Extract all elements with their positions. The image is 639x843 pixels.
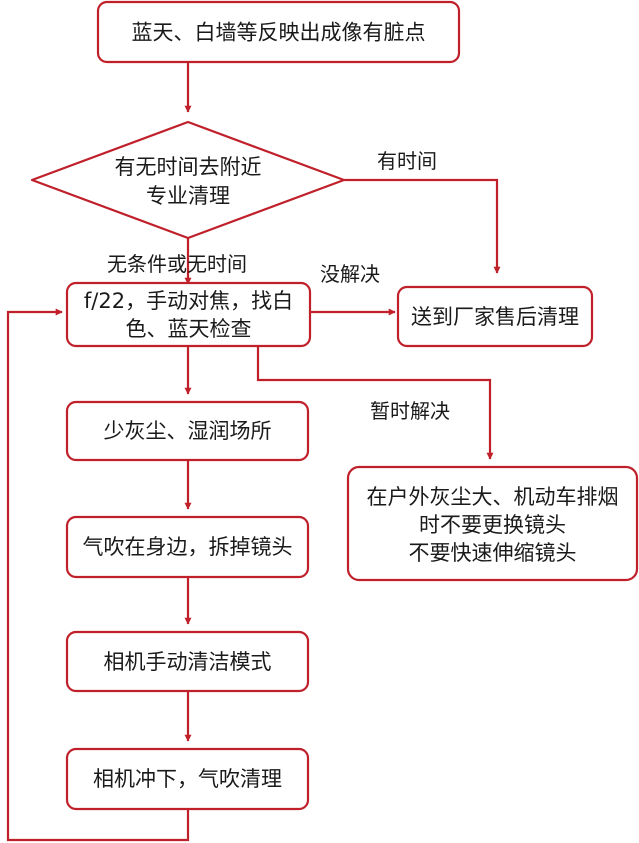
edge-check-to-tip xyxy=(256,346,494,460)
edge-label-temp-solved: 暂时解决 xyxy=(370,399,450,423)
node-tip: 在户外灰尘大、机动车排烟 时不要更换镜头 不要快速伸缩镜头 xyxy=(346,465,639,582)
node-check-text-line2: 色、蓝天检查 xyxy=(126,317,252,341)
node-start: 蓝天、白墙等反映出成像有脏点 xyxy=(96,0,461,64)
node-flip-blow: 相机冲下，气吹清理 xyxy=(65,747,310,811)
node-decision-text-line2: 专业清理 xyxy=(146,184,230,208)
edge-loop-back-to-check xyxy=(6,308,190,842)
node-blower-remove-text: 气吹在身边，拆掉镜头 xyxy=(83,535,293,559)
node-decision-text-line1: 有无时间去附近 xyxy=(115,155,262,179)
node-location-text: 少灰尘、湿润场所 xyxy=(104,419,272,443)
node-check-text-line1: f/22，手动对焦，找白 xyxy=(84,289,293,313)
node-location: 少灰尘、湿润场所 xyxy=(65,400,310,462)
node-tip-text-line2: 时不要更换镜头 xyxy=(419,513,566,537)
node-clean-mode: 相机手动清洁模式 xyxy=(65,630,310,693)
node-factory-text: 送到厂家售后清理 xyxy=(411,305,579,329)
edge-label-not-solved: 没解决 xyxy=(320,262,380,286)
node-decision: 有无时间去附近 专业清理 xyxy=(30,120,346,240)
edge-label-has-time: 有时间 xyxy=(377,149,437,173)
node-tip-text-line1: 在户外灰尘大、机动车排烟 xyxy=(367,485,619,509)
node-clean-mode-text: 相机手动清洁模式 xyxy=(104,650,272,674)
node-flip-blow-text: 相机冲下，气吹清理 xyxy=(93,767,282,791)
node-blower-remove: 气吹在身边，拆掉镜头 xyxy=(65,515,310,579)
edges xyxy=(6,62,501,842)
node-factory: 送到厂家售后清理 xyxy=(396,285,594,348)
node-start-text: 蓝天、白墙等反映出成像有脏点 xyxy=(132,21,426,45)
edge-decision-to-factory xyxy=(344,178,501,274)
edge-label-no-time: 无条件或无时间 xyxy=(107,252,247,276)
node-check: f/22，手动对焦，找白 色、蓝天检查 xyxy=(65,281,312,348)
node-tip-text-line3: 不要快速伸缩镜头 xyxy=(409,541,577,565)
